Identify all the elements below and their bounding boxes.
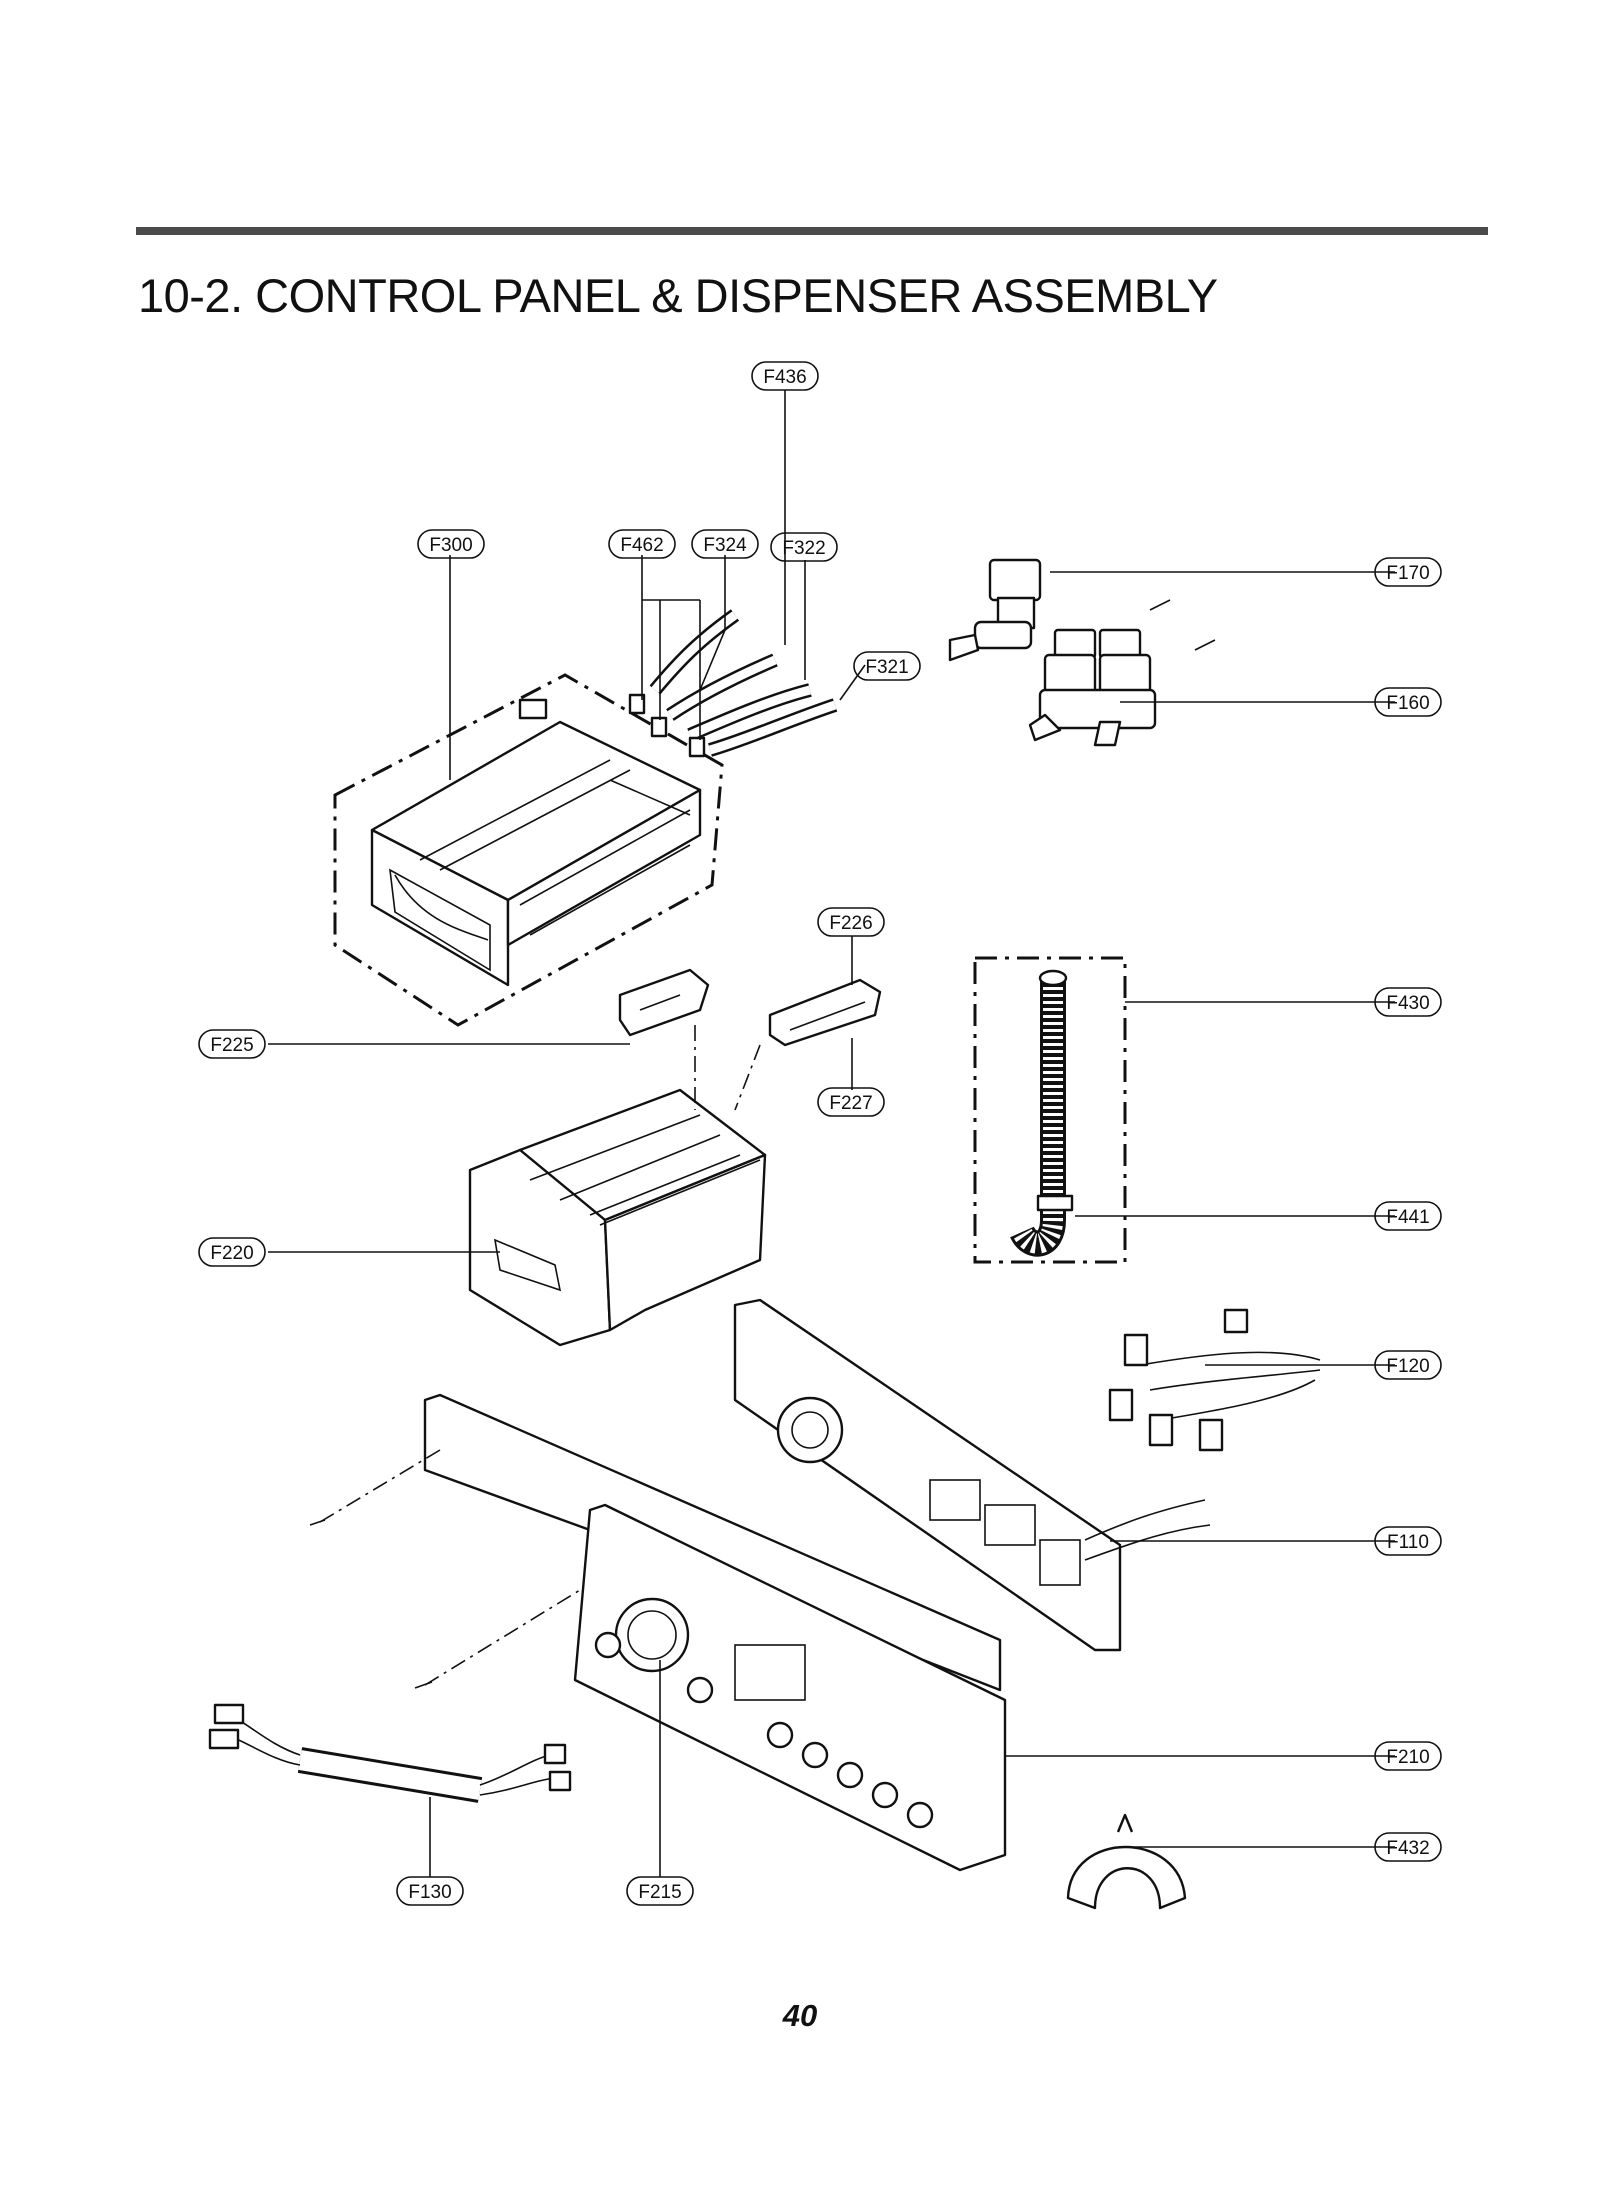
hose-clip-drawing <box>1066 1813 1187 1910</box>
page-number: 40 <box>782 1998 818 2033</box>
svg-text:F120: F120 <box>1386 1356 1429 1377</box>
svg-text:F432: F432 <box>1386 1838 1429 1859</box>
svg-text:F441: F441 <box>1386 1207 1429 1228</box>
svg-text:F220: F220 <box>210 1243 253 1264</box>
callout-f220: F220 <box>198 1237 266 1267</box>
svg-text:F430: F430 <box>1386 993 1429 1014</box>
svg-text:F210: F210 <box>1386 1747 1429 1768</box>
svg-text:F170: F170 <box>1386 563 1429 584</box>
callout-f225: F225 <box>198 1029 266 1059</box>
callout-f160: F160 <box>1374 687 1442 717</box>
svg-text:F436: F436 <box>763 367 806 388</box>
callout-f210: F210 <box>1374 1741 1442 1771</box>
inlet-valves-drawing <box>948 558 1216 747</box>
callout-f110: F110 <box>1374 1526 1442 1556</box>
rinse-caps-drawing <box>618 968 882 1047</box>
main-pcb-drawing <box>733 1298 1211 1652</box>
control-panel-drawing <box>309 1393 1007 1872</box>
callout-f300: F300 <box>417 529 485 559</box>
callout-f170: F170 <box>1374 557 1442 587</box>
callout-f130: F130 <box>396 1876 464 1906</box>
dispenser-housing-drawing <box>333 673 724 1027</box>
page-title: 10-2. CONTROL PANEL & DISPENSER ASSEMBLY <box>138 269 1218 322</box>
callout-f321: F321 <box>853 651 921 681</box>
callout-f324: F324 <box>691 529 759 559</box>
svg-text:F226: F226 <box>829 913 872 934</box>
inlet-hoses-drawing <box>628 609 838 758</box>
callout-f441: F441 <box>1374 1201 1442 1231</box>
callout-f322: F322 <box>770 532 838 562</box>
svg-text:F110: F110 <box>1387 1532 1429 1553</box>
callout-f120: F120 <box>1374 1350 1442 1380</box>
svg-text:F160: F160 <box>1386 693 1429 714</box>
svg-text:F324: F324 <box>703 535 747 556</box>
drain-hose-drawing <box>973 956 1127 1264</box>
callout-f432: F432 <box>1374 1832 1442 1862</box>
callout-f226: F226 <box>817 907 885 937</box>
title-rule <box>136 227 1488 235</box>
pcb-harness-drawing <box>1108 1308 1321 1452</box>
callout-f430: F430 <box>1374 987 1442 1017</box>
callout-f436: F436 <box>751 361 819 391</box>
svg-text:F300: F300 <box>429 535 472 556</box>
callout-f215: F215 <box>626 1876 694 1906</box>
callout-f227: F227 <box>817 1087 885 1117</box>
wire-harness-drawing <box>208 1703 572 1803</box>
leader-lines <box>268 390 1395 1877</box>
svg-text:F130: F130 <box>408 1882 451 1903</box>
svg-text:F225: F225 <box>210 1035 253 1056</box>
detergent-drawer-drawing <box>468 1088 767 1347</box>
callout-f462: F462 <box>608 529 676 559</box>
svg-text:F321: F321 <box>865 657 908 678</box>
svg-text:F227: F227 <box>829 1093 872 1114</box>
svg-text:F215: F215 <box>638 1882 681 1903</box>
svg-text:F322: F322 <box>782 538 825 559</box>
svg-text:F462: F462 <box>620 535 663 556</box>
